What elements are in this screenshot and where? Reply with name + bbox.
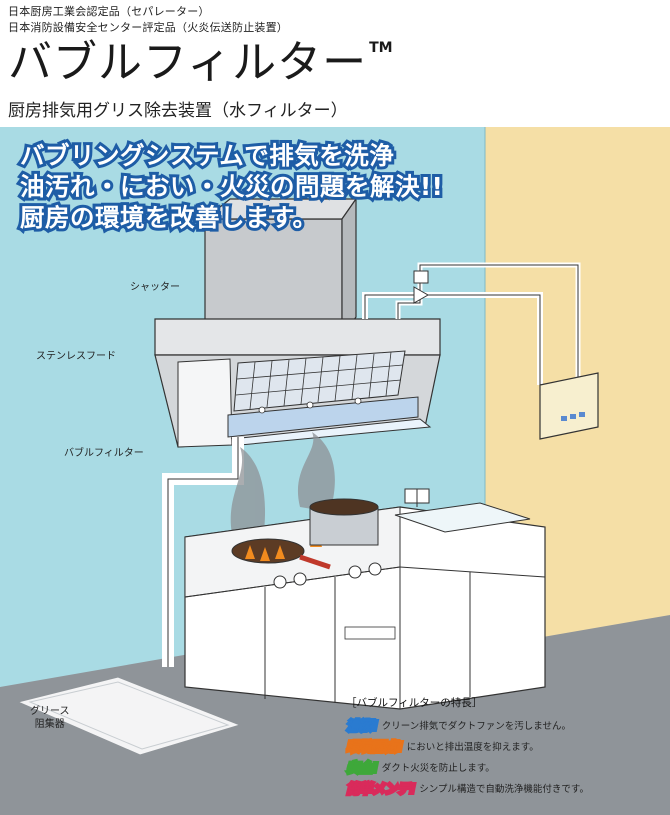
- features-box: ［バブルフィルターの特長］ 清潔! クリーン排気でダクトファンを汚しません。 環…: [345, 695, 664, 798]
- headline-line-1: バブリングシステムで排気を洗浄: [17, 138, 397, 173]
- label-grease-trap: グリース 阻集器: [30, 705, 70, 731]
- label-shutter: シャッター: [130, 282, 180, 293]
- feature-desc-environment: においと排出温度を抑えます。: [406, 741, 539, 753]
- certification-line-2: 日本消防設備安全センター評定品（火炎伝送防止装置）: [8, 21, 288, 34]
- feature-desc-clean: クリーン排気でダクトファンを汚しません。: [381, 720, 571, 732]
- feature-tag-safety: 安全!: [345, 758, 380, 777]
- product-title-block: バブルフィルター TM: [8, 36, 393, 90]
- hood-grid: [233, 350, 406, 412]
- smoke: [230, 432, 335, 547]
- headline-line-2: 油汚れ・におい・火災の問題を解決!!: [17, 169, 446, 204]
- feature-tag-environment: 環境配慮!: [345, 737, 405, 756]
- feature-row-environment: 環境配慮! においと排出温度を抑えます。: [345, 735, 664, 756]
- certification-line-1: 日本厨房工業会認定品（セパレーター）: [8, 5, 210, 18]
- feature-tag-clean: 清潔!: [345, 716, 380, 735]
- feature-row-safety: 安全! ダクト火災を防止します。: [345, 756, 664, 777]
- feature-desc-safety: ダクト火災を防止します。: [381, 762, 495, 774]
- feature-row-maintenance: 簡単メンテ! シンプル構造で自動洗浄機能付きです。: [345, 777, 664, 798]
- valve: [413, 270, 429, 284]
- kitchen-scene: [0, 127, 670, 815]
- label-stainless-hood: ステンレスフード: [36, 351, 116, 362]
- product-title: バブルフィルター: [8, 37, 368, 88]
- label-bubble-filter: バブルフィルター: [64, 448, 144, 459]
- kitchen-illustration: [0, 127, 670, 815]
- trademark-mark: TM: [369, 40, 393, 56]
- product-subtitle: 厨房排気用グリス除去装置（水フィルター）: [8, 101, 348, 121]
- headline-line-3: 厨房の環境を改善します。: [17, 200, 320, 235]
- label-grease-trap-line-2: 阻集器: [34, 719, 65, 730]
- feature-desc-maintenance: シンプル構造で自動洗浄機能付きです。: [419, 783, 589, 795]
- features-title: ［バブルフィルターの特長］: [346, 697, 483, 709]
- control-panel: [539, 372, 599, 440]
- feature-tag-maintenance: 簡単メンテ!: [345, 779, 417, 798]
- bubble-filter: [227, 396, 419, 438]
- label-grease-trap-line-1: グリース: [30, 706, 70, 717]
- feature-row-clean: 清潔! クリーン排気でダクトファンを汚しません。: [345, 714, 664, 735]
- sink: [394, 502, 531, 533]
- stainless-hood: [154, 318, 441, 356]
- headline: バブリングシステムで排気を洗浄 油汚れ・におい・火災の問題を解決!! 厨房の環境…: [17, 138, 446, 235]
- grease-trap: [16, 676, 242, 756]
